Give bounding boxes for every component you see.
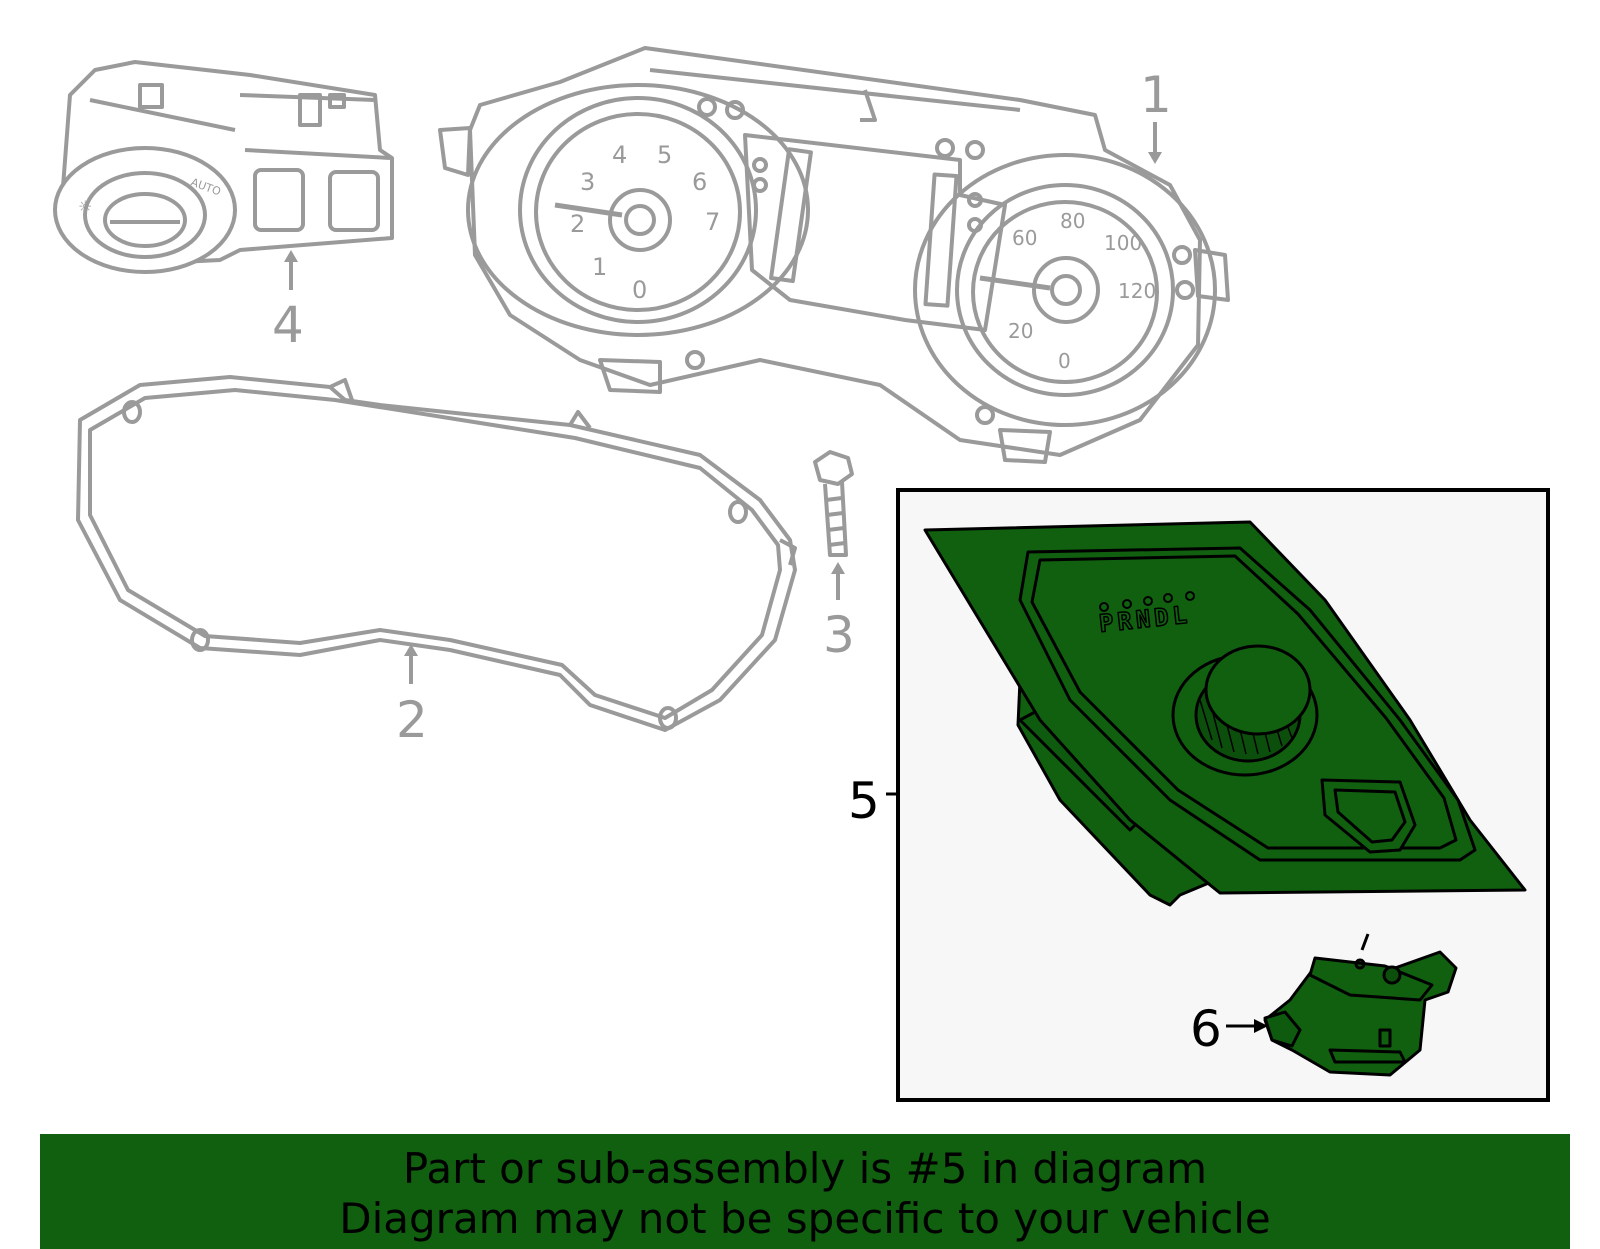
- speedo-tick-120: 120: [1118, 279, 1156, 303]
- speedo-tick-0: 0: [1058, 349, 1071, 373]
- callout-6: 6: [1190, 1000, 1222, 1058]
- callout-4: 4: [272, 296, 304, 354]
- info-banner: Part or sub-assembly is #5 in diagram Di…: [40, 1134, 1570, 1249]
- tach-tick-1: 1: [592, 253, 607, 281]
- callout-5: 5: [848, 772, 880, 830]
- speedo-tick-60: 60: [1012, 226, 1037, 250]
- screw-part: [813, 450, 854, 600]
- sensor-switch-part: [1263, 933, 1458, 1077]
- callout-1: 1: [1140, 66, 1172, 124]
- tach-tick-2: 2: [570, 210, 585, 238]
- cluster-gasket-part: [76, 375, 797, 732]
- gear-indicator-dots: [1099, 591, 1195, 612]
- instrument-cluster-part: [438, 46, 1230, 464]
- speedometer-labels: 0 20 60 80 100 120: [1008, 209, 1156, 373]
- speedo-tick-80: 80: [1060, 209, 1085, 233]
- tach-tick-0: 0: [632, 276, 647, 304]
- tachometer-labels: 0 1 2 3 4 5 6 7: [570, 141, 720, 304]
- speedo-tick-20: 20: [1008, 319, 1033, 343]
- tach-tick-7: 7: [705, 208, 720, 236]
- banner-line-2: Diagram may not be specific to your vehi…: [339, 1194, 1271, 1243]
- callout-6-arrowhead: [1254, 1019, 1268, 1033]
- speedo-tick-100: 100: [1104, 231, 1142, 255]
- tach-tick-3: 3: [580, 168, 595, 196]
- svg-text:☼: ☼: [78, 197, 92, 216]
- callout-3: 3: [823, 606, 855, 664]
- tach-tick-5: 5: [657, 141, 672, 169]
- tach-tick-6: 6: [692, 168, 707, 196]
- headlamp-switch-part: ☼ AUTO: [53, 60, 394, 290]
- tach-tick-4: 4: [612, 141, 627, 169]
- callout-2: 2: [396, 691, 428, 749]
- shifter-assembly-part: PRNDL: [923, 520, 1527, 907]
- banner-line-1: Part or sub-assembly is #5 in diagram: [402, 1144, 1208, 1193]
